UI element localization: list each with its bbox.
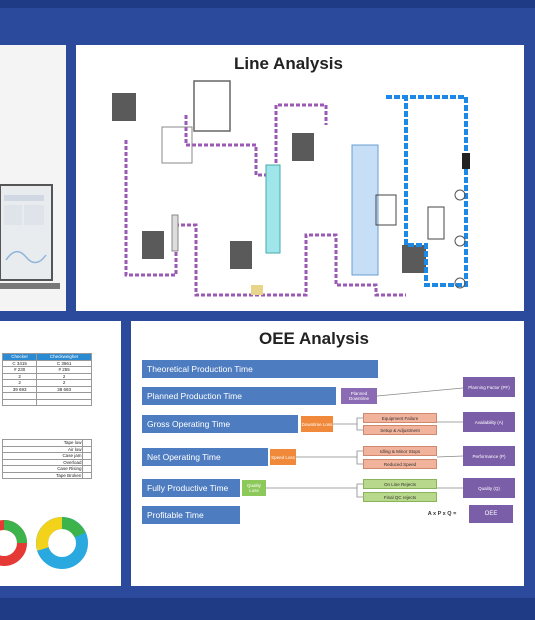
quality-loss-tag: Quality Loss (242, 480, 266, 496)
line-layout-diagram (112, 80, 470, 297)
bar-net-operating: Net Operating Time (142, 448, 268, 466)
metric-oee: OEE (469, 505, 513, 523)
top-band (0, 0, 535, 8)
bar-planned-production: Planned Production Time (142, 387, 336, 405)
donut-left-green-arc (3, 520, 27, 544)
loss-setup-adjustment: Setup & Adjustment (363, 425, 437, 435)
metric-performance: Performance (P) (463, 446, 515, 466)
bar-fully-productive: Fully Productive Time (142, 479, 240, 497)
dashboard-laptop-panel (0, 45, 66, 315)
downtime-loss-tag: Downtime Loss (301, 416, 333, 432)
speed-loss-tag: Speed Loss (270, 449, 296, 465)
table-cell (1, 398, 38, 406)
laptop-illustration (0, 175, 60, 315)
oee-analysis-panel: OEE Analysis Theoretical Production Time… (131, 321, 524, 586)
line-analysis-title: Line Analysis (234, 54, 343, 73)
bottom-band (0, 598, 535, 620)
alarm-list: Tape low Air low Case jam Overload Case … (1, 439, 92, 479)
table-cell (36, 398, 92, 406)
bar-theoretical-production: Theoretical Production Time (142, 360, 378, 378)
alarm-item: Tape Broken (1, 471, 84, 479)
bar-gross-operating: Gross Operating Time (142, 415, 298, 433)
line-analysis-panel: Line Analysis (76, 45, 524, 311)
loss-reduced-speed: Reduced Speed (363, 459, 437, 469)
loss-online-rejects: On Line Rejects (363, 479, 437, 489)
metric-availability: Availability (A) (463, 412, 515, 432)
loss-final-qc-rejects: Final QC rejects (363, 492, 437, 502)
donut-charts (0, 517, 88, 569)
loss-equipment-failure: Equipment Failure (363, 413, 437, 423)
loss-idling-minor-stops: Idling & Minor Stops (363, 446, 437, 456)
metric-quality: Quality (Q) (463, 478, 515, 498)
oee-formula: A x P x Q = (427, 511, 457, 517)
planned-downtime-tag: Planned Downtime (341, 388, 377, 404)
oee-analysis-title: OEE Analysis (259, 329, 369, 348)
donut-right-yellow-arc (36, 517, 63, 551)
metric-planning-factor: Planning Factor (PF) (463, 377, 515, 397)
donut-right-green-arc (61, 517, 86, 538)
bar-profitable: Profitable Time (142, 506, 240, 524)
